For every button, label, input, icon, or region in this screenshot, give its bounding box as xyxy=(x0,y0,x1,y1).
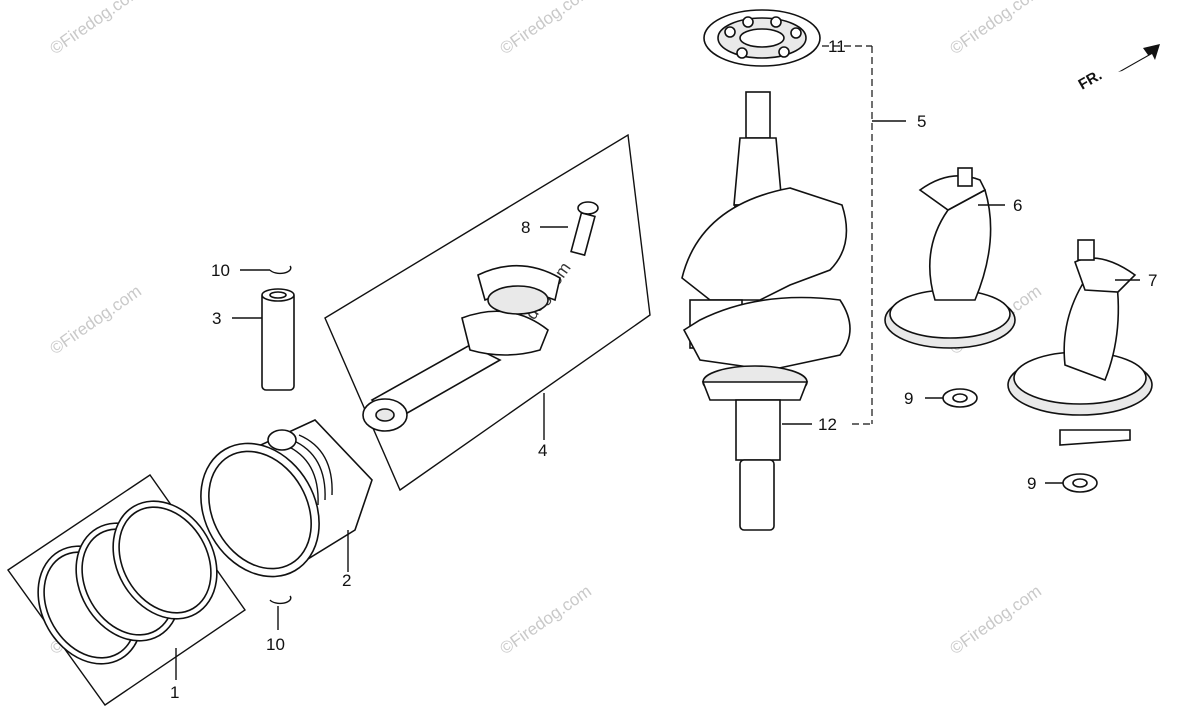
watermark-text: ©Firedog.com xyxy=(46,0,145,58)
callout-labels: 1 2 3 4 5 6 7 8 9 9 10 10 11 12 xyxy=(170,37,1157,702)
arrow-icon xyxy=(1118,44,1160,72)
camshaft-lower xyxy=(1007,239,1153,446)
radial-ball-bearing xyxy=(703,9,821,67)
watermark-text: ©Firedog.com xyxy=(496,581,595,658)
piston-pin xyxy=(261,288,295,391)
callout-11: 11 xyxy=(828,37,846,56)
connecting-rod-box xyxy=(324,133,651,492)
camshaft-upper xyxy=(884,167,1016,349)
watermark-text: ©Firedog.com xyxy=(46,281,145,358)
callout-10-lower: 10 xyxy=(266,635,285,654)
callout-3: 3 xyxy=(212,309,221,328)
connecting-rod xyxy=(362,264,561,432)
piston-pin-clip-lower xyxy=(269,595,292,605)
ring-set-box xyxy=(7,474,246,706)
callout-10-upper: 10 xyxy=(211,261,230,280)
watermark-text: ©Firedog.com xyxy=(946,0,1045,58)
connecting-rod-bolt xyxy=(570,201,599,257)
callout-5: 5 xyxy=(917,112,926,131)
piston-pin-clip-upper xyxy=(269,265,292,275)
crankshaft xyxy=(681,91,851,531)
callout-9-upper: 9 xyxy=(904,389,913,408)
callout-12: 12 xyxy=(818,415,837,434)
piston xyxy=(200,419,373,578)
watermark-text: ©Firedog.com xyxy=(496,0,595,58)
callout-8: 8 xyxy=(521,218,530,237)
front-label: FR. xyxy=(1076,67,1105,94)
watermark-text: ©Firedog.com xyxy=(946,581,1045,658)
callout-4: 4 xyxy=(538,441,547,460)
callout-2: 2 xyxy=(342,571,351,590)
washer-upper xyxy=(942,388,978,408)
washer-lower xyxy=(1062,473,1098,493)
leader-lines xyxy=(175,45,1140,680)
callout-1: 1 xyxy=(170,683,179,702)
piston-ring-set xyxy=(7,474,246,706)
callout-7: 7 xyxy=(1148,271,1157,290)
callout-9-lower: 9 xyxy=(1027,474,1036,493)
front-direction-arrow: FR. xyxy=(1076,44,1160,94)
callout-6: 6 xyxy=(1013,196,1022,215)
